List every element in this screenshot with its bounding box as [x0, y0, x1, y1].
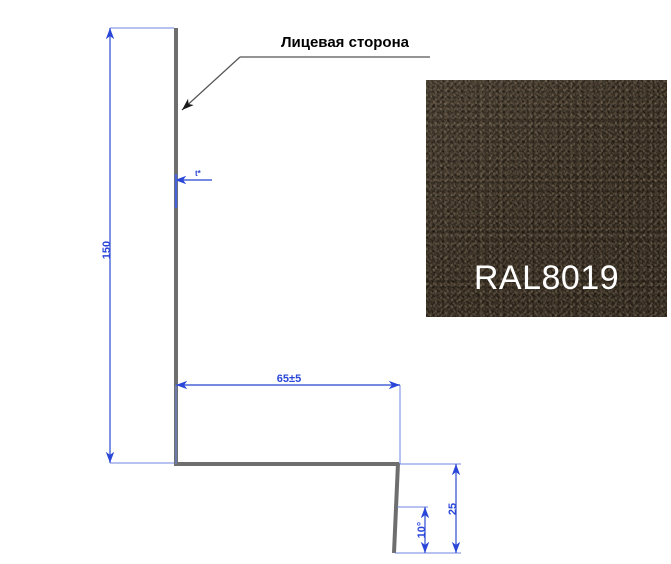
ral-color-label: RAL8019	[473, 259, 620, 297]
swatch-noise-overlay	[426, 80, 667, 317]
profile-outline	[174, 28, 400, 554]
profile-drip-leg	[392, 462, 400, 554]
ral-color-swatch: RAL8019	[426, 80, 667, 317]
callout-leader-line	[181, 56, 241, 111]
swatch-texture	[426, 80, 667, 317]
dim-label-thickness: t*	[195, 169, 202, 178]
dimension-angle-10: 10°	[395, 506, 430, 554]
dim-label-150: 150	[101, 241, 113, 259]
dim-label-65: 65±5	[277, 373, 301, 385]
callout-face-side: Лицевая сторона	[181, 34, 430, 111]
dim-label-10deg: 10°	[416, 522, 428, 539]
dimension-width-65: 65±5	[175, 373, 401, 464]
dimension-drop-25: 25	[396, 463, 461, 554]
dimension-thickness: t*	[174, 169, 212, 208]
dimension-height-150: 150	[101, 27, 174, 464]
dim-label-25: 25	[447, 503, 459, 515]
callout-label: Лицевая сторона	[281, 34, 410, 51]
